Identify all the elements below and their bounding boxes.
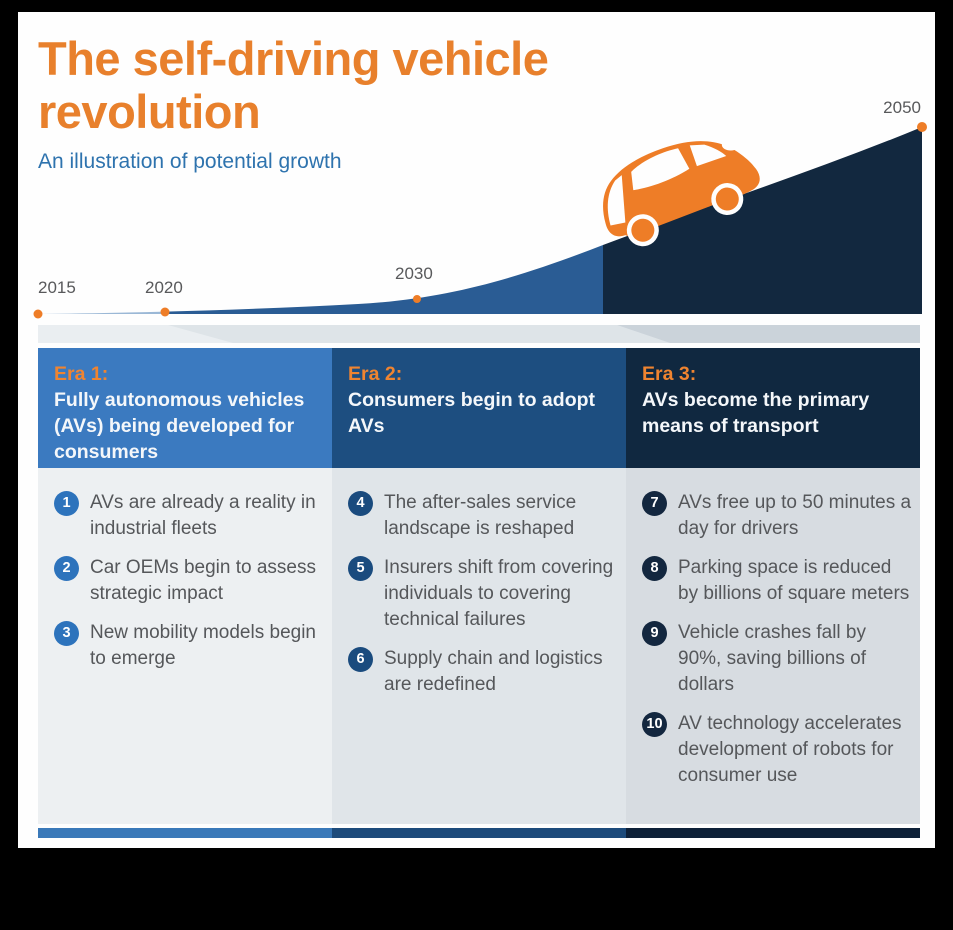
page-title: The self-driving vehicle revolution bbox=[38, 32, 549, 138]
year-marker-dots bbox=[33, 122, 927, 319]
growth-curve-chart bbox=[33, 122, 927, 343]
accent-bar-era3 bbox=[626, 828, 920, 838]
era-3-header: Era 3: AVs become the primary means of t… bbox=[626, 348, 920, 468]
page-subtitle: An illustration of potential growth bbox=[38, 150, 342, 173]
list-item: 4 The after-sales service landscape is r… bbox=[348, 490, 618, 542]
era-column-1: Era 1: Fully autonomous vehicles (AVs) b… bbox=[38, 348, 332, 824]
list-item: 5 Insurers shift from covering individua… bbox=[348, 555, 618, 633]
accent-bar-era1 bbox=[38, 828, 332, 838]
car-front-window bbox=[689, 144, 727, 167]
era-2-header: Era 2: Consumers begin to adopt AVs bbox=[332, 348, 626, 468]
era-2-body: 4 The after-sales service landscape is r… bbox=[332, 468, 626, 824]
era-1-header: Era 1: Fully autonomous vehicles (AVs) b… bbox=[38, 348, 332, 468]
item-number-badge: 6 bbox=[348, 647, 373, 672]
era-1-label: Era 1: bbox=[54, 363, 109, 385]
item-number-badge: 9 bbox=[642, 621, 667, 646]
list-item: 1 AVs are already a reality in industria… bbox=[54, 490, 324, 542]
era-1-heading: Fully autonomous vehicles (AVs) being de… bbox=[54, 389, 305, 463]
item-number-badge: 5 bbox=[348, 556, 373, 581]
timeline-reflection bbox=[38, 325, 920, 343]
era-3-body: 7 AVs free up to 50 minutes a day for dr… bbox=[626, 468, 920, 824]
item-number-badge: 1 bbox=[54, 491, 79, 516]
era-2-label: Era 2: bbox=[348, 363, 403, 385]
list-item: 6 Supply chain and logistics are redefin… bbox=[348, 646, 618, 698]
year-label-2030: 2030 bbox=[395, 264, 433, 283]
item-number-badge: 10 bbox=[642, 712, 667, 737]
era-column-3: Era 3: AVs become the primary means of t… bbox=[626, 348, 920, 824]
car-wheels bbox=[626, 183, 744, 247]
era-1-body: 1 AVs are already a reality in industria… bbox=[38, 468, 332, 824]
item-number-badge: 7 bbox=[642, 491, 667, 516]
year-label-2050: 2050 bbox=[883, 98, 921, 117]
list-item: 3 New mobility models begin to emerge bbox=[54, 620, 324, 672]
era-2-heading: Consumers begin to adopt AVs bbox=[348, 389, 596, 437]
car-quarter-window bbox=[721, 139, 740, 151]
list-item: 2 Car OEMs begin to assess strategic imp… bbox=[54, 555, 324, 607]
era-3-label: Era 3: bbox=[642, 363, 697, 385]
bottom-accent-bar bbox=[38, 828, 920, 838]
item-number-badge: 4 bbox=[348, 491, 373, 516]
era-column-2: Era 2: Consumers begin to adopt AVs 4 Th… bbox=[332, 348, 626, 824]
year-label-2015: 2015 bbox=[38, 278, 76, 297]
list-item: 9 Vehicle crashes fall by 90%, saving bi… bbox=[642, 620, 912, 698]
list-item: 8 Parking space is reduced by billions o… bbox=[642, 555, 912, 607]
item-number-badge: 3 bbox=[54, 621, 79, 646]
year-label-2020: 2020 bbox=[145, 278, 183, 297]
list-item: 7 AVs free up to 50 minutes a day for dr… bbox=[642, 490, 912, 542]
infographic-card: The self-driving vehicle revolution An i… bbox=[18, 12, 935, 848]
accent-bar-era2 bbox=[332, 828, 626, 838]
item-number-badge: 8 bbox=[642, 556, 667, 581]
era-3-heading: AVs become the primary means of transpor… bbox=[642, 389, 870, 437]
car-icon bbox=[603, 139, 760, 247]
list-item: 10 AV technology accelerates development… bbox=[642, 711, 912, 789]
item-number-badge: 2 bbox=[54, 556, 79, 581]
car-rear-window bbox=[607, 175, 626, 226]
growth-curve-area bbox=[38, 127, 922, 314]
era-columns: Era 1: Fully autonomous vehicles (AVs) b… bbox=[38, 348, 920, 824]
car-side-window bbox=[631, 148, 690, 191]
